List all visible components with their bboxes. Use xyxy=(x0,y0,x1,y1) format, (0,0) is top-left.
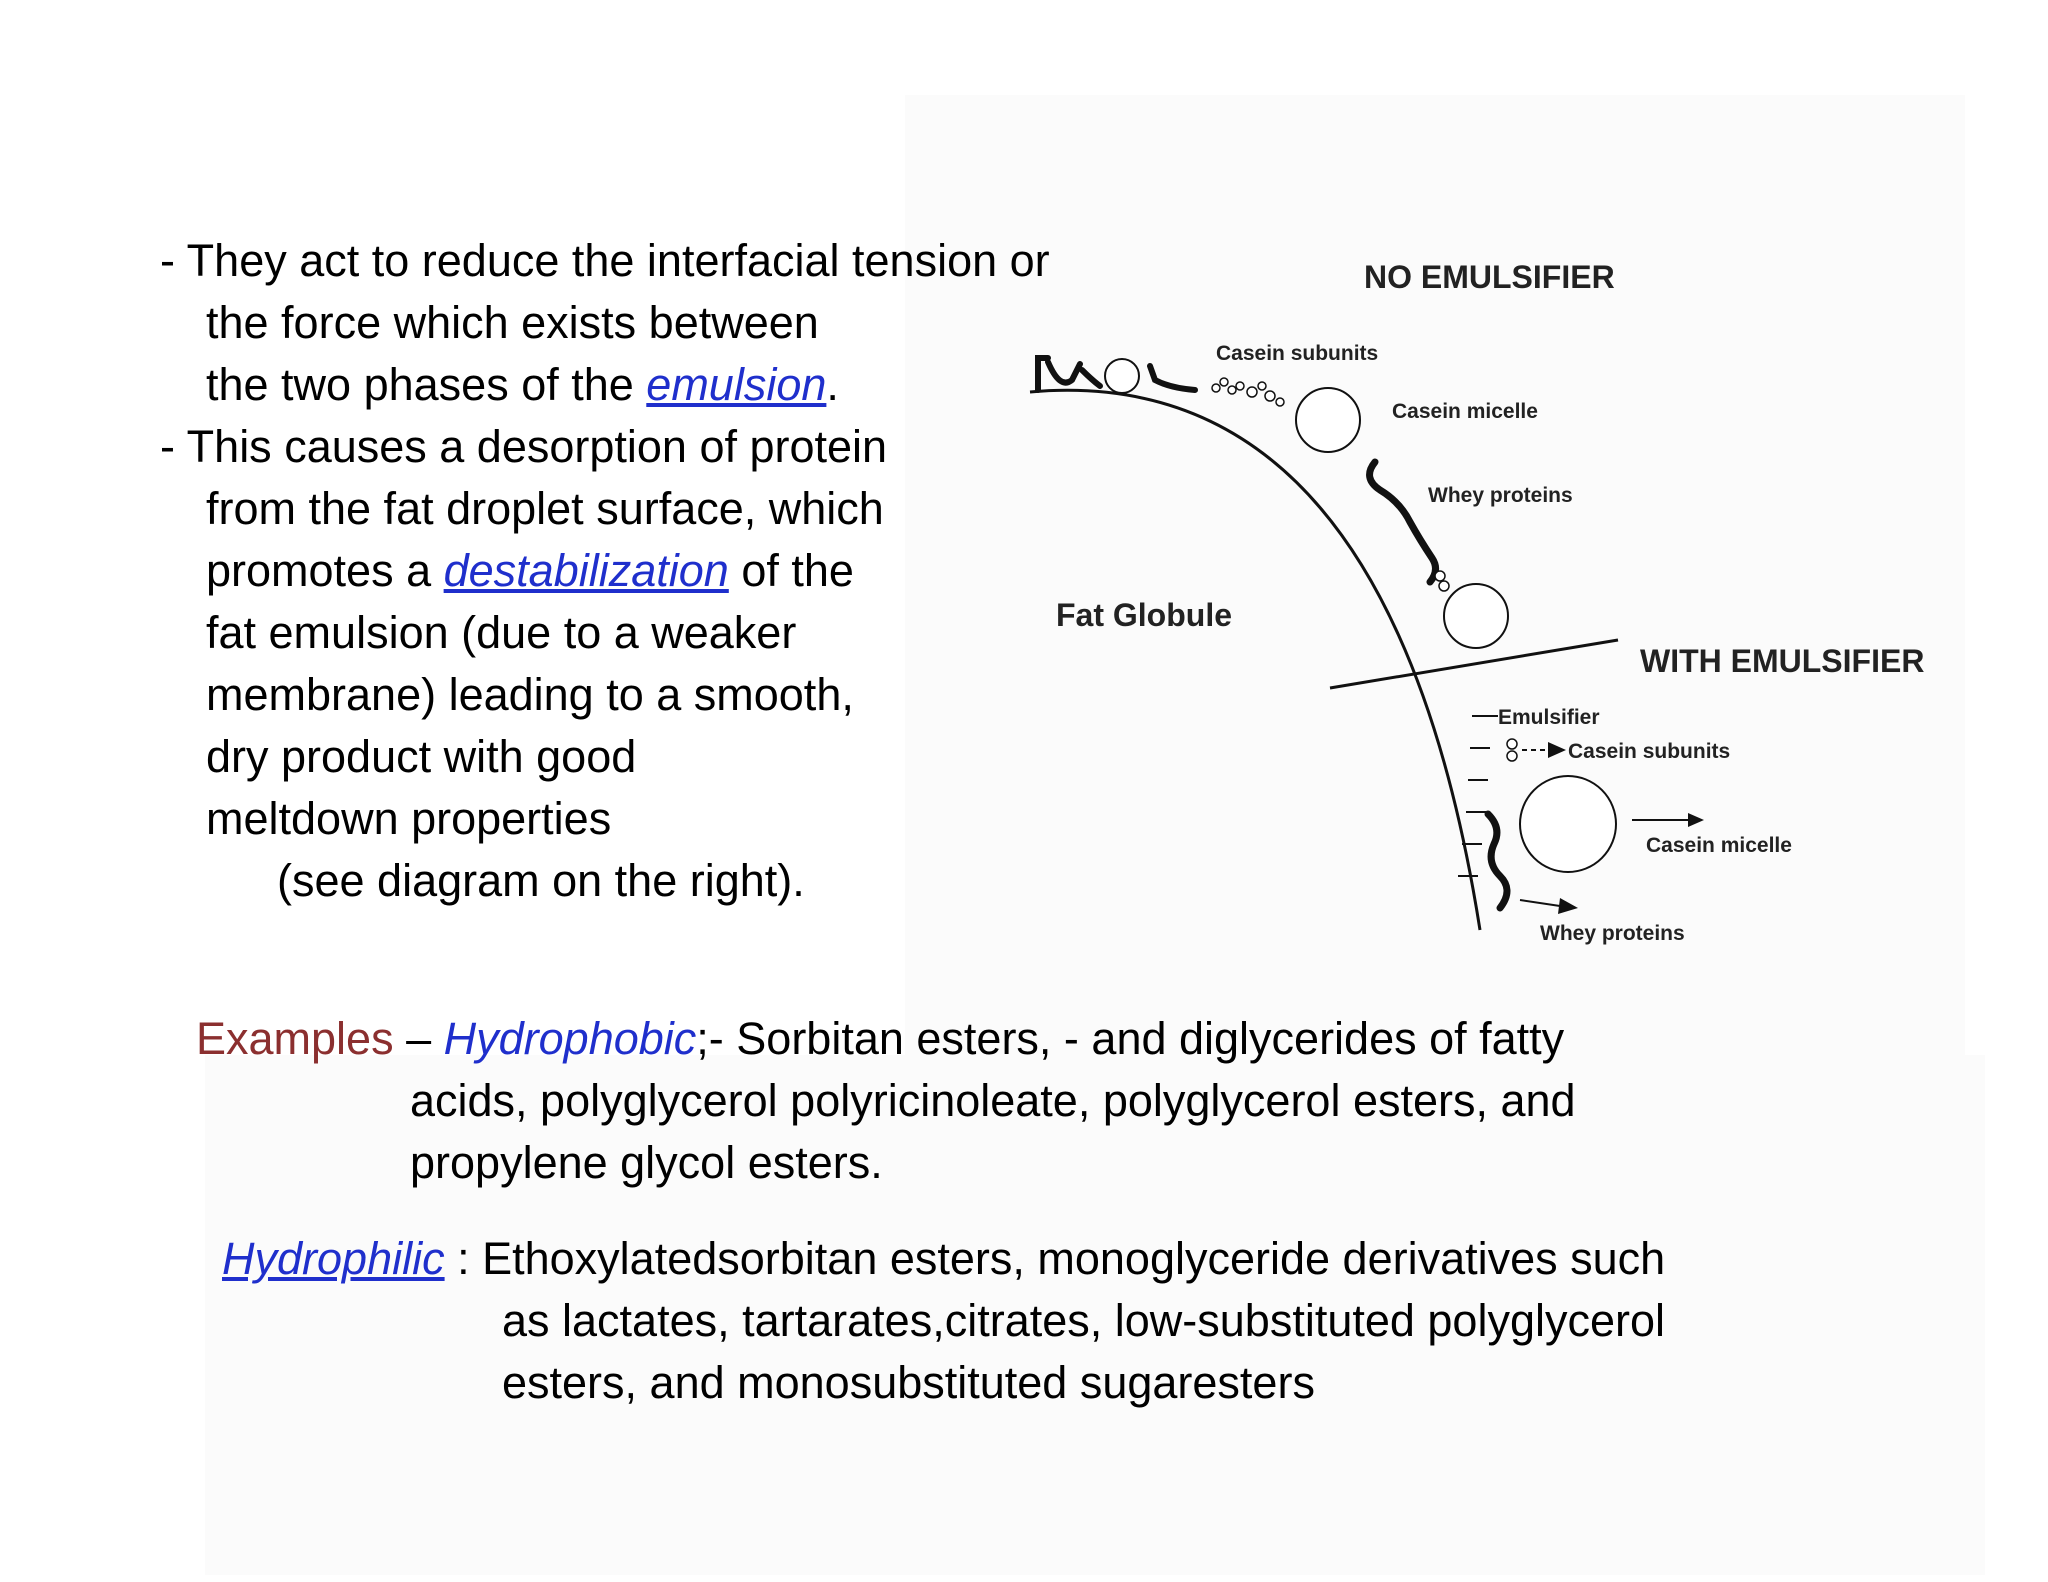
whey-protein-arrow xyxy=(1519,898,1578,914)
whey-squiggle-mid xyxy=(1366,458,1439,586)
hydrophilic-line-1-text: : Ethoxylatedsorbitan esters, monoglycer… xyxy=(444,1233,1666,1284)
examples-line-1-text: ;- Sorbitan esters, - and diglycerides o… xyxy=(696,1013,1565,1064)
examples-line-3: propylene glycol esters. xyxy=(410,1137,883,1188)
whey-proteins-bottom-label: Whey proteins xyxy=(1540,922,1685,945)
para-line-8: membrane) leading to a smooth, xyxy=(206,669,854,720)
hydrophilic-section: Hydrophilic : Ethoxylatedsorbitan esters… xyxy=(222,1228,1822,1414)
whey-squiggle-top-left xyxy=(1035,355,1103,393)
casein-micelle-bottom xyxy=(1519,775,1617,873)
whey-squiggle-bottom xyxy=(1484,810,1511,912)
casein-micelle-arrow xyxy=(1632,813,1704,827)
divider-line xyxy=(1329,638,1619,690)
hydrophilic-line-1: Hydrophilic : Ethoxylatedsorbitan esters… xyxy=(222,1228,1822,1290)
para-line-10: meltdown properties xyxy=(206,793,612,844)
casein-micelle-small xyxy=(1104,358,1140,394)
casein-micelle-top-label: Casein micelle xyxy=(1392,400,1538,423)
examples-label: Examples xyxy=(196,1013,394,1064)
fat-globule-label: Fat Globule xyxy=(1056,597,1232,633)
para-line-1: - They act to reduce the interfacial ten… xyxy=(160,235,1050,286)
para-line-3-end: . xyxy=(826,359,839,410)
examples-line-2: acids, polyglycerol polyricinoleate, pol… xyxy=(410,1075,1576,1126)
with-emulsifier-label: WITH EMULSIFIER xyxy=(1640,643,1924,679)
fat-globule-membrane xyxy=(1029,388,1482,931)
emulsion-link[interactable]: emulsion xyxy=(646,359,827,410)
para-line-6: promotes a destabilization of the xyxy=(160,540,1160,602)
subunit-mid-1 xyxy=(1434,570,1446,582)
casein-micelle-bottom-label: Casein micelle xyxy=(1646,834,1792,857)
hydrophilic-line-2: as lactates, tartarates,citrates, low-su… xyxy=(502,1295,1666,1346)
para-line-6-end: of the xyxy=(728,545,854,596)
examples-section: Examples – Hydrophobic;- Sorbitan esters… xyxy=(196,1008,1796,1194)
destabilization-link[interactable]: destabilization xyxy=(443,545,729,596)
main-paragraph: - They act to reduce the interfacial ten… xyxy=(160,230,1160,912)
emulsifier-label: Emulsifier xyxy=(1498,706,1600,729)
casein-subunits-bottom-label: Casein subunits xyxy=(1568,740,1730,763)
emulsifier-ticks xyxy=(1458,715,1492,877)
casein-micelle-top xyxy=(1295,387,1361,453)
examples-line-1: Examples – Hydrophobic;- Sorbitan esters… xyxy=(196,1008,1796,1070)
hydrophilic-link[interactable]: Hydrophilic xyxy=(222,1233,445,1284)
subunit-mid-2 xyxy=(1438,580,1450,592)
para-line-5: from the fat droplet surface, which xyxy=(206,483,884,534)
para-line-11: (see diagram on the right). xyxy=(277,855,805,906)
para-line-9: dry product with good xyxy=(206,731,637,782)
hydrophilic-line-3: esters, and monosubstituted sugaresters xyxy=(502,1357,1315,1408)
casein-subunits-cluster xyxy=(1211,377,1285,407)
casein-micelle-mid xyxy=(1443,583,1509,649)
hydrophobic-term: Hydrophobic xyxy=(443,1013,697,1064)
para-line-2: the force which exists between xyxy=(206,297,819,348)
casein-subunit-arrow xyxy=(1506,738,1566,762)
para-line-3-text: the two phases of the xyxy=(206,359,647,410)
background-panel-lower xyxy=(205,1055,1985,1575)
para-line-7: fat emulsion (due to a weaker xyxy=(206,607,797,658)
whey-squiggle-top xyxy=(1147,363,1198,393)
para-line-4: - This causes a desorption of protein xyxy=(160,421,888,472)
casein-subunits-top-label: Casein subunits xyxy=(1216,342,1378,365)
whey-proteins-top-label: Whey proteins xyxy=(1428,484,1573,507)
no-emulsifier-label: NO EMULSIFIER xyxy=(1364,259,1615,295)
examples-dash: – xyxy=(393,1013,444,1064)
para-line-6-text: promotes a xyxy=(206,545,444,596)
para-line-3: the two phases of the emulsion. xyxy=(160,354,1160,416)
emulsifier-diagram: NO EMULSIFIER Casein subunits Casein mic… xyxy=(1029,259,1924,945)
